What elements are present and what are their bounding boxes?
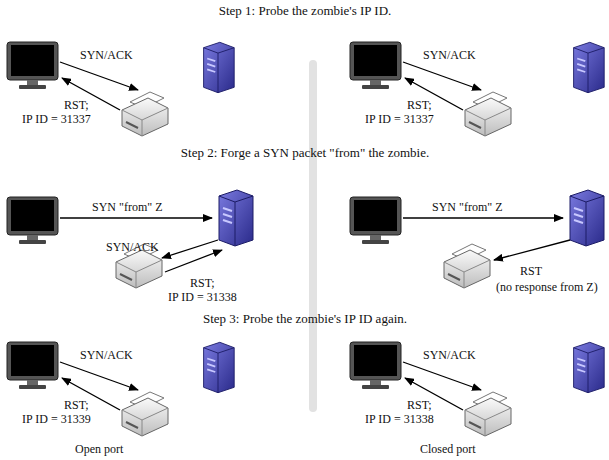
ip-id-label: IP ID = 31338 [168,290,237,304]
packet-label: SYN/ACK [423,48,476,62]
result-label: Closed port [420,442,476,456]
step-title: Step 1: Probe the zombie's IP ID. [219,4,392,18]
packet-label: RST; [407,98,432,112]
packet-arrows [60,62,570,410]
packet-label: RST; [190,276,215,290]
packet-label: SYN/ACK [80,348,133,362]
note-label: (no response from Z) [496,280,598,294]
packet-label: SYN "from" Z [432,200,502,214]
result-label: Open port [75,442,123,456]
divider [309,60,317,412]
computer-icons [7,42,401,389]
packet-label: SYN "from" Z [92,200,162,214]
packet-label: RST [520,264,542,278]
packet-label: SYN/ACK [423,348,476,362]
packet-label: RST; [64,398,89,412]
ip-id-label: IP ID = 31338 [365,412,434,426]
packet-label: RST; [64,98,89,112]
packet-label: SYN/ACK [80,48,133,62]
printer-icons [116,92,511,436]
step-title: Step 3: Probe the zombie's IP ID again. [203,312,407,326]
packet-label: RST; [407,398,432,412]
step-title: Step 2: Forge a SYN packet "from" the zo… [181,146,429,160]
server-icons [204,42,605,392]
packet-label: SYN/ACK [106,240,159,254]
ip-id-label: IP ID = 31337 [365,112,434,126]
ip-id-label: IP ID = 31339 [22,412,91,426]
ip-id-label: IP ID = 31337 [22,112,91,126]
